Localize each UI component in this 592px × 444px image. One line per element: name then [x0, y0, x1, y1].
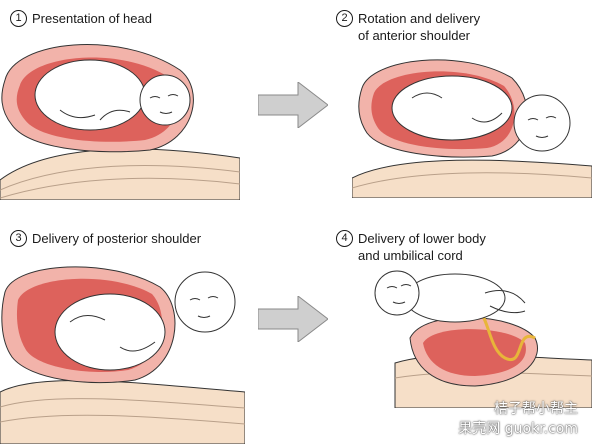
step-number: 4 [336, 230, 353, 247]
step-2-label: 2 Rotation and delivery of anterior shou… [336, 10, 480, 44]
baby-head [139, 74, 191, 126]
arrow-right-icon [258, 296, 328, 342]
step-number: 2 [336, 10, 353, 27]
baby-body [34, 59, 146, 131]
step-number: 3 [10, 230, 27, 247]
step-4-illustration [374, 270, 592, 408]
step-3-label: 3 Delivery of posterior shoulder [10, 230, 201, 247]
step-text: Delivery of lower body and umbilical cor… [358, 231, 486, 263]
baby-head [374, 270, 420, 316]
uterus-inner [423, 329, 526, 376]
maternal-tissue [0, 379, 245, 444]
maternal-tissue [0, 148, 240, 200]
step-number: 1 [10, 10, 27, 27]
step-text: Presentation of head [32, 11, 152, 26]
watermark-line-1: 桔子帮小帮主 [494, 401, 578, 417]
step-4-label: 4 Delivery of lower body and umbilical c… [336, 230, 486, 264]
step-text: Delivery of posterior shoulder [32, 231, 202, 246]
step-1-label: 1 Presentation of head [10, 10, 152, 27]
baby-body [404, 273, 506, 323]
watermark-line-2: 果壳网 guokr.com [458, 421, 578, 437]
baby-head [174, 271, 236, 333]
step-text: Rotation and delivery of anterior should… [358, 11, 481, 43]
baby-body [391, 75, 513, 141]
step-3-illustration [0, 266, 245, 444]
step-2-illustration [352, 59, 592, 198]
arrow-right-icon [258, 82, 328, 128]
baby-head [513, 94, 571, 152]
step-1-illustration [0, 44, 240, 200]
baby-body [54, 293, 166, 371]
maternal-tissue [352, 159, 592, 198]
